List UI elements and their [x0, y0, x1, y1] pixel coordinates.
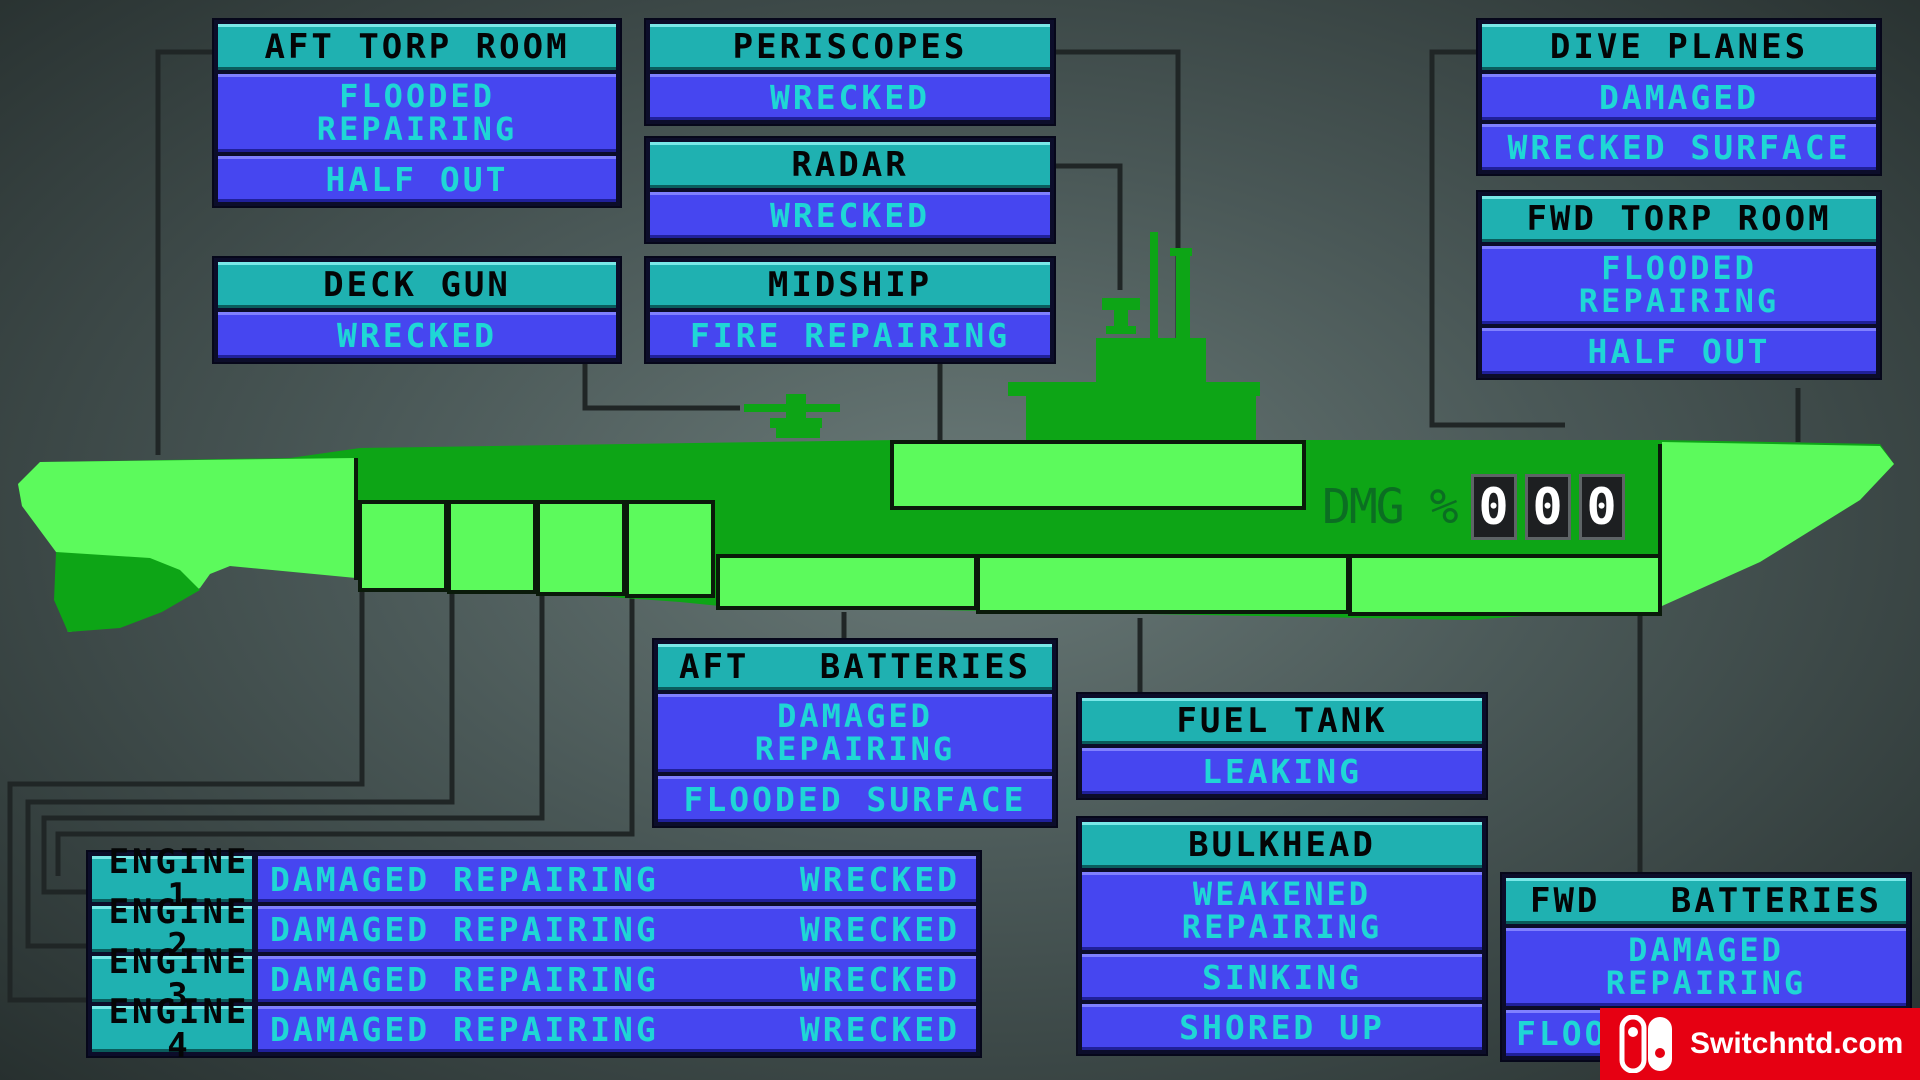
- engine-status: DAMAGED REPAIRING WRECKED: [258, 856, 976, 902]
- panel-aft-torp-room[interactable]: AFT TORP ROOM FLOODED REPAIRING HALF OUT: [212, 18, 622, 208]
- panel-title: DECK GUN: [218, 262, 616, 308]
- panel-radar[interactable]: RADAR WRECKED: [644, 136, 1056, 244]
- panel-status: DAMAGED REPAIRING: [658, 694, 1052, 772]
- engine-row-1[interactable]: ENGINE 1 DAMAGED REPAIRING WRECKED: [92, 845, 976, 913]
- engine-status-extra: WRECKED: [799, 1009, 960, 1049]
- panel-bulkhead[interactable]: BULKHEAD WEAKENED REPAIRING SINKING SHOR…: [1076, 816, 1488, 1056]
- engine-name: ENGINE 1: [92, 845, 252, 913]
- panel-status: WEAKENED REPAIRING: [1082, 872, 1482, 950]
- engine-row-3[interactable]: ENGINE 3 DAMAGED REPAIRING WRECKED: [92, 945, 976, 1013]
- radar-antenna: [1102, 298, 1140, 310]
- damage-label: DMG %: [1322, 479, 1458, 535]
- panel-status: DAMAGED: [1482, 74, 1876, 120]
- panel-status: SHORED UP: [1082, 1004, 1482, 1050]
- damage-digit: 0: [1524, 474, 1571, 540]
- panel-fwd-torp-room[interactable]: FWD TORP ROOM FLOODED REPAIRING HALF OUT: [1476, 190, 1882, 380]
- radar-mast: [1176, 250, 1190, 338]
- compartment-engine-4: [625, 500, 715, 598]
- panel-aft-batteries[interactable]: AFT BATTERIES DAMAGED REPAIRING FLOODED …: [652, 638, 1058, 828]
- engine-status-text: DAMAGED REPAIRING: [270, 909, 659, 949]
- periscope-mast: [1150, 232, 1158, 338]
- engine-status-text: DAMAGED REPAIRING: [270, 959, 659, 999]
- panel-title: MIDSHIP: [650, 262, 1050, 308]
- panel-title: RADAR: [650, 142, 1050, 188]
- engine-status-text: DAMAGED REPAIRING: [270, 859, 659, 899]
- engine-status-extra: WRECKED: [799, 859, 960, 899]
- panel-midship[interactable]: MIDSHIP FIRE REPAIRING: [644, 256, 1056, 364]
- engine-status: DAMAGED REPAIRING WRECKED: [258, 906, 976, 952]
- panel-title: BULKHEAD: [1082, 822, 1482, 868]
- panel-status: FIRE REPAIRING: [650, 312, 1050, 358]
- compartment-fwd-batteries: [1348, 554, 1662, 616]
- panel-status: WRECKED SURFACE: [1482, 124, 1876, 170]
- compartment-aft-batteries: [716, 554, 978, 610]
- compartment-fuel-tank: [976, 554, 1350, 614]
- panel-status: HALF OUT: [1482, 328, 1876, 374]
- panel-status: FLOODED REPAIRING: [218, 74, 616, 152]
- panel-periscopes[interactable]: PERISCOPES WRECKED: [644, 18, 1056, 126]
- engine-status: DAMAGED REPAIRING WRECKED: [258, 956, 976, 1002]
- engine-row-4[interactable]: ENGINE 4 DAMAGED REPAIRING WRECKED: [92, 995, 976, 1063]
- engines-panel[interactable]: ENGINE 1 DAMAGED REPAIRING WRECKED ENGIN…: [86, 845, 982, 1063]
- engine-status-extra: WRECKED: [799, 909, 960, 949]
- compartment-midship: [890, 440, 1306, 510]
- watermark-badge: Switchntd.com: [1600, 1008, 1920, 1080]
- watermark-text: Switchntd.com: [1690, 1027, 1904, 1060]
- panel-status: WRECKED: [650, 192, 1050, 238]
- panel-status: HALF OUT: [218, 156, 616, 202]
- panel-deck-gun[interactable]: DECK GUN WRECKED: [212, 256, 622, 364]
- compartment-engine-1: [358, 500, 448, 592]
- panel-title: DIVE PLANES: [1482, 24, 1876, 70]
- panel-status: LEAKING: [1082, 748, 1482, 794]
- compartment-engine-3: [536, 500, 626, 596]
- damage-digit: 0: [1578, 474, 1625, 540]
- panel-title: FWD BATTERIES: [1506, 878, 1906, 924]
- panel-status: FLOODED REPAIRING: [1482, 246, 1876, 324]
- nintendo-switch-logo-icon: [1618, 1014, 1676, 1074]
- panel-fuel-tank[interactable]: FUEL TANK LEAKING: [1076, 692, 1488, 800]
- panel-status: WRECKED: [650, 74, 1050, 120]
- panel-title: AFT TORP ROOM: [218, 24, 616, 70]
- panel-dive-planes[interactable]: DIVE PLANES DAMAGED WRECKED SURFACE: [1476, 18, 1882, 176]
- engine-row-2[interactable]: ENGINE 2 DAMAGED REPAIRING WRECKED: [92, 895, 976, 963]
- panel-status: FLOODED SURFACE: [658, 776, 1052, 822]
- compartment-engine-2: [447, 500, 537, 594]
- panel-status: WRECKED: [218, 312, 616, 358]
- panel-status: SINKING: [1082, 954, 1482, 1000]
- engine-status: DAMAGED REPAIRING WRECKED: [258, 1006, 976, 1052]
- engine-status-text: DAMAGED REPAIRING: [270, 1009, 659, 1049]
- panel-title: FUEL TANK: [1082, 698, 1482, 744]
- conning-tower: [1096, 338, 1206, 386]
- panel-title: AFT BATTERIES: [658, 644, 1052, 690]
- engine-name: ENGINE 4: [92, 995, 252, 1063]
- panel-status: DAMAGED REPAIRING: [1506, 928, 1906, 1006]
- damage-digit: 0: [1470, 474, 1517, 540]
- damage-percent-readout: DMG % 0 0 0: [1322, 474, 1625, 540]
- bow-section: [1662, 442, 1894, 606]
- panel-title: PERISCOPES: [650, 24, 1050, 70]
- panel-title: FWD TORP ROOM: [1482, 196, 1876, 242]
- engine-status-extra: WRECKED: [799, 959, 960, 999]
